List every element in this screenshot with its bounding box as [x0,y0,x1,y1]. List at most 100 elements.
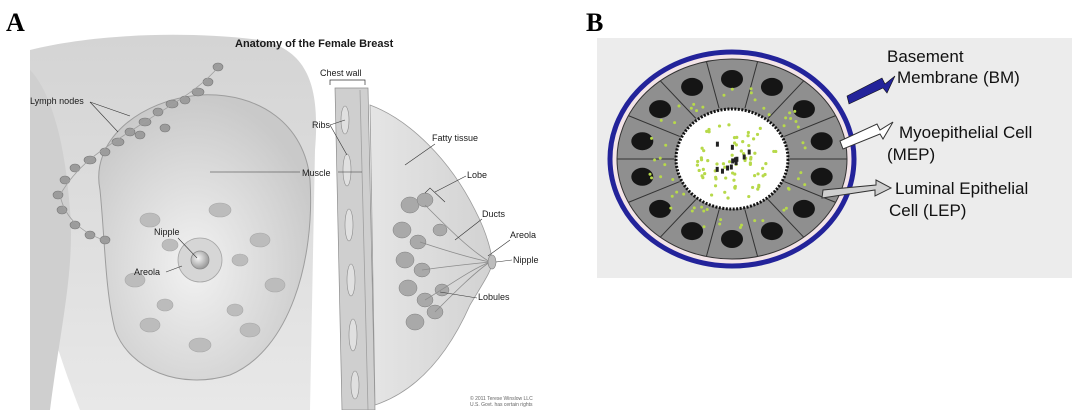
lumen-particle [722,162,725,165]
acinus-cross-section: Basement Membrane (BM) Myoepithelial Cel… [597,38,1072,278]
label-lobules: Lobules [478,292,510,302]
lumen-particle [756,172,759,175]
panel-b-letter: B [586,8,603,38]
lumen-particle [753,174,756,177]
nucleus [681,78,703,96]
cytoplasm-particle [801,141,804,144]
lumen-particle [705,130,708,133]
cytoplasm-particle [718,222,721,225]
panel-a-title: Anatomy of the Female Breast [235,38,394,50]
cytoplasm-particle [793,110,796,113]
cytoplasm-particle [649,173,652,176]
lumen-particle [772,150,775,153]
nucleus [631,132,653,150]
label-lobe: Lobe [467,170,487,180]
nipple-front [191,251,209,269]
cytoplasm-particle [660,119,663,122]
lumen-debris [730,165,733,170]
breast-side [370,105,492,405]
cytoplasm-particle [731,88,734,91]
cytoplasm-particle [650,137,653,140]
label-nipple-front: Nipple [154,227,180,237]
copyright-line-1: © 2011 Terese Winslow LLC [470,395,533,402]
lumen-particle [740,149,743,152]
label-ribs: Ribs [312,120,331,130]
lumen-particle [735,143,738,146]
label-lymph-nodes: Lymph nodes [30,96,84,106]
lumen-debris [731,158,734,163]
cytoplasm-particle [664,144,667,147]
lumen-particle [696,160,699,163]
nucleus [761,78,783,96]
lumen-particle [731,154,734,157]
lumen-particle [702,149,705,152]
lumen-particle [733,186,736,189]
lumen-debris [748,150,751,155]
cytoplasm-particle [789,117,792,120]
lumen-particle [749,161,752,164]
label-lep-line2: Cell (LEP) [889,201,966,220]
nucleus [649,200,671,218]
lumen-particle [714,176,717,179]
cytoplasm-particle [750,87,753,90]
label-mep-line2: (MEP) [887,145,935,164]
cytoplasm-particle [702,210,705,213]
nucleus [811,132,833,150]
copyright-line-2: U.S. Govt. has certain rights [470,402,533,408]
cytoplasm-particle [761,219,764,222]
nucleus [793,100,815,118]
cytoplasm-particle [691,209,694,212]
lumen-particle [723,166,726,169]
lumen-particle [703,172,706,175]
lumen-particle [696,164,699,167]
lumen-debris [731,145,734,150]
breast-anatomy-illustration: Anatomy of the Female Breast Lymph nodes… [30,30,555,410]
label-lep-line1: Luminal Epithelial [895,179,1028,198]
lumen-particle [706,159,709,162]
lumen-particle [728,160,731,163]
lumen-particle [732,179,735,182]
lumen-particle [724,176,727,179]
lumen-particle [756,133,759,136]
label-mep-line1: Myoepithelial Cell [899,123,1032,142]
lumen-particle [733,136,736,139]
lumen-particle [726,196,729,199]
lumen-particle [762,174,765,177]
label-fatty-tissue: Fatty tissue [432,133,478,143]
lumen-particle [751,186,754,189]
label-muscle: Muscle [302,168,331,178]
nucleus [721,230,743,248]
cytoplasm-particle [753,219,756,222]
lumen-debris [743,154,746,159]
cytoplasm-particle [700,206,703,209]
label-areola-front: Areola [134,267,160,277]
cytoplasm-particle [695,109,698,112]
chest-wall-strip [335,88,375,410]
cytoplasm-particle [804,146,807,149]
leader-areola-side [488,240,510,256]
nucleus [793,200,815,218]
lumen-particle [723,191,726,194]
panel-a-letter: A [6,8,25,38]
label-nipple-side: Nipple [513,255,539,265]
lumen-particle [757,185,760,188]
cytoplasm-particle [673,121,676,124]
cytoplasm-particle [701,106,704,109]
cytoplasm-particle [762,107,765,110]
leader-nipple-side [496,260,512,262]
lumen-particle [759,127,762,130]
lumen-particle [714,184,717,187]
lumen-particle [700,158,703,161]
lumen-debris [726,166,729,171]
cytoplasm-particle [677,104,680,107]
lumen-particle [741,140,744,143]
lumen-particle [761,167,764,170]
cytoplasm-particle [794,120,797,123]
lumen-particle [733,172,736,175]
lumen-particle [753,152,756,155]
lumen-particle [764,162,767,165]
cytoplasm-particle [650,176,653,179]
cytoplasm-particle [659,157,662,160]
label-chest-wall: Chest wall [320,68,362,78]
cytoplasm-particle [675,191,678,194]
